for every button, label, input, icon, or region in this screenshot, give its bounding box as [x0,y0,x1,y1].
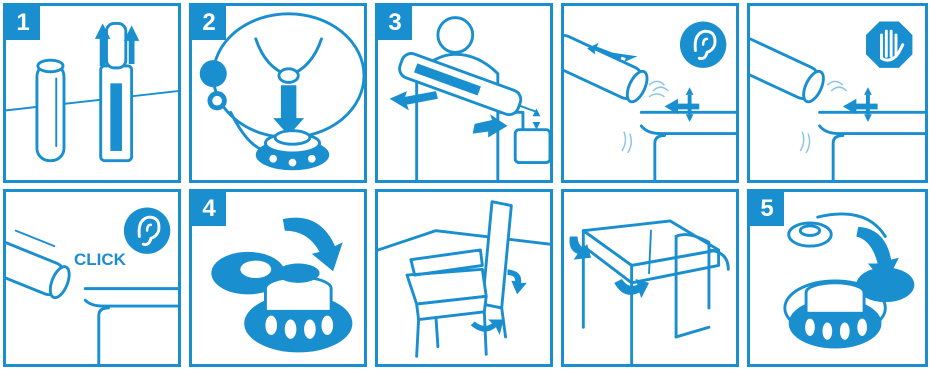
panel-step-4: 4 [189,189,367,367]
panel-bed [561,189,739,367]
step-badge-1: 1 [6,6,40,40]
panel-step-5: 5 [747,189,928,367]
step-badge-4: 4 [192,192,226,226]
panel-listen [561,3,739,183]
step-badge-5: 5 [750,192,784,226]
panel-step-3: 3 [375,3,553,183]
chair-illustration [378,192,550,364]
panel-stop [747,3,928,183]
panel-chair [375,189,553,367]
click-label: CLICK [74,250,126,270]
panel-click: CLICK [3,189,181,367]
tube-into-port-listen-illustration [564,6,736,180]
tube-into-port-stop-illustration [750,6,925,180]
panel-step-1: 1 [3,3,181,183]
panel-step-2: 2 [189,3,367,183]
step-badge-2: 2 [192,6,226,40]
step-badge-3: 3 [378,6,412,40]
bed-illustration [564,192,736,364]
tube-click-illustration [6,192,178,364]
